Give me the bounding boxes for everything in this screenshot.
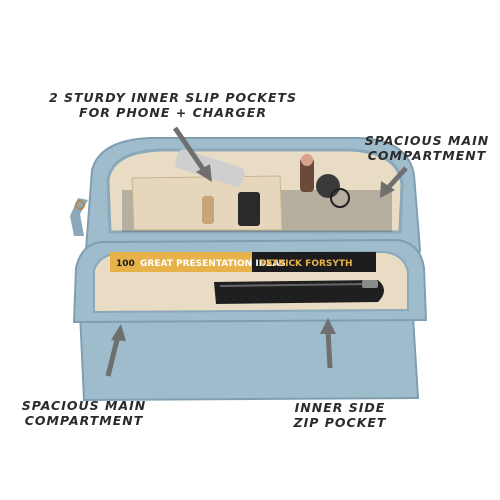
bag-strap xyxy=(70,198,88,236)
arrow-bottom-right xyxy=(320,318,336,369)
callout-line: COMPARTMENT xyxy=(367,148,487,163)
arrow-bottom-left xyxy=(105,324,126,377)
cosmetic-cap xyxy=(301,154,313,166)
arrow-right xyxy=(380,166,408,198)
callout-main-compartment-left: SPACIOUS MAIN COMPARTMENT xyxy=(14,398,154,428)
callout-zip-pocket: INNER SIDE ZIP POCKET xyxy=(285,400,395,430)
callout-slip-pockets: 2 STURDY INNER SLIP POCKETS FOR PHONE + … xyxy=(48,90,298,120)
callout-line: ZIP POCKET xyxy=(293,415,387,430)
cosmetic-compact xyxy=(316,174,340,198)
callout-line: INNER SIDE xyxy=(294,400,386,415)
callout-line: COMPARTMENT xyxy=(24,413,144,428)
callout-line: SPACIOUS MAIN xyxy=(21,398,147,413)
lipstick xyxy=(202,196,214,224)
book-number: 100 xyxy=(116,259,135,269)
callout-line: 2 STURDY INNER SLIP POCKETS xyxy=(48,90,298,105)
zipper xyxy=(219,283,371,287)
strap-ring xyxy=(75,200,85,210)
callout-line: SPACIOUS MAIN xyxy=(364,133,490,148)
callout-main-compartment-right: SPACIOUS MAIN COMPARTMENT xyxy=(362,133,492,163)
black-case xyxy=(238,192,260,226)
book-author-band xyxy=(252,252,376,272)
callout-line: FOR PHONE + CHARGER xyxy=(79,105,267,120)
cosmetic-item xyxy=(300,158,314,192)
book-title: GREAT PRESENTATION IDEAS xyxy=(140,259,286,269)
zipper-pull xyxy=(362,280,378,288)
book-author: PATRICK FORSYTH xyxy=(260,259,353,269)
pouch-ornament xyxy=(330,188,350,208)
arrow-top xyxy=(172,126,212,182)
